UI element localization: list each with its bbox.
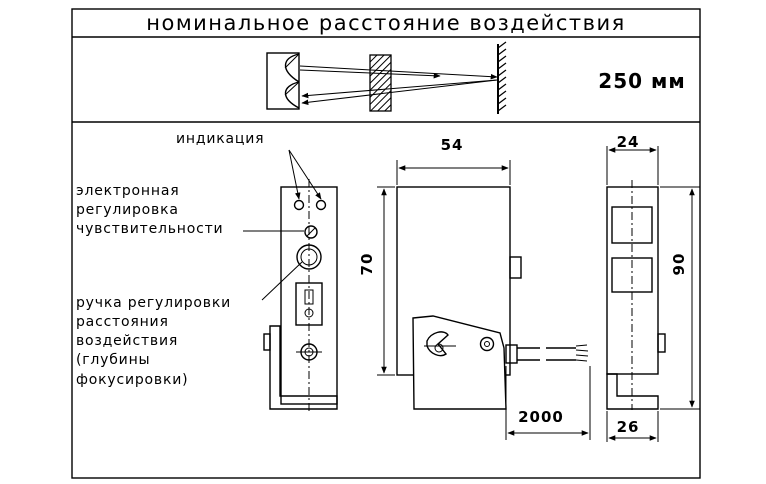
label-knob-3: воздействия [76,333,178,349]
label-knob-5: фокусировки) [76,372,188,388]
dim-24: 24 [617,133,640,151]
dim-2000: 2000 [518,408,564,426]
front-view [263,179,338,412]
indication-leader-right [288,149,322,200]
label-knob-2: расстояния [76,314,169,330]
label-sensitivity-1: электронная [76,183,179,199]
dim-90: 90 [670,253,688,276]
cable-gland [505,344,518,364]
dim-54: 54 [441,136,464,154]
label-knob-4: (глубины [76,352,150,368]
dim-70: 70 [358,253,376,276]
dim-26: 26 [617,418,640,436]
indication-leader-left [288,149,301,200]
sensitivity-trimmer [304,225,318,239]
distance-value: 250 мм [598,69,685,93]
side-view [396,186,589,410]
label-sensitivity-3: чувствительности [76,221,223,237]
focus-knob [296,244,322,270]
label-knob-1: ручка регулировки [76,295,231,311]
outer-frame [71,8,701,479]
label-indication: индикация [176,131,264,147]
lens-block [369,54,392,112]
knob-leader [261,261,303,301]
label-sensitivity-2: регулировка [76,202,179,218]
optical-schematic [266,41,507,114]
end-view [606,180,666,410]
header-title: номинальное расстояние воздействия [146,11,626,35]
